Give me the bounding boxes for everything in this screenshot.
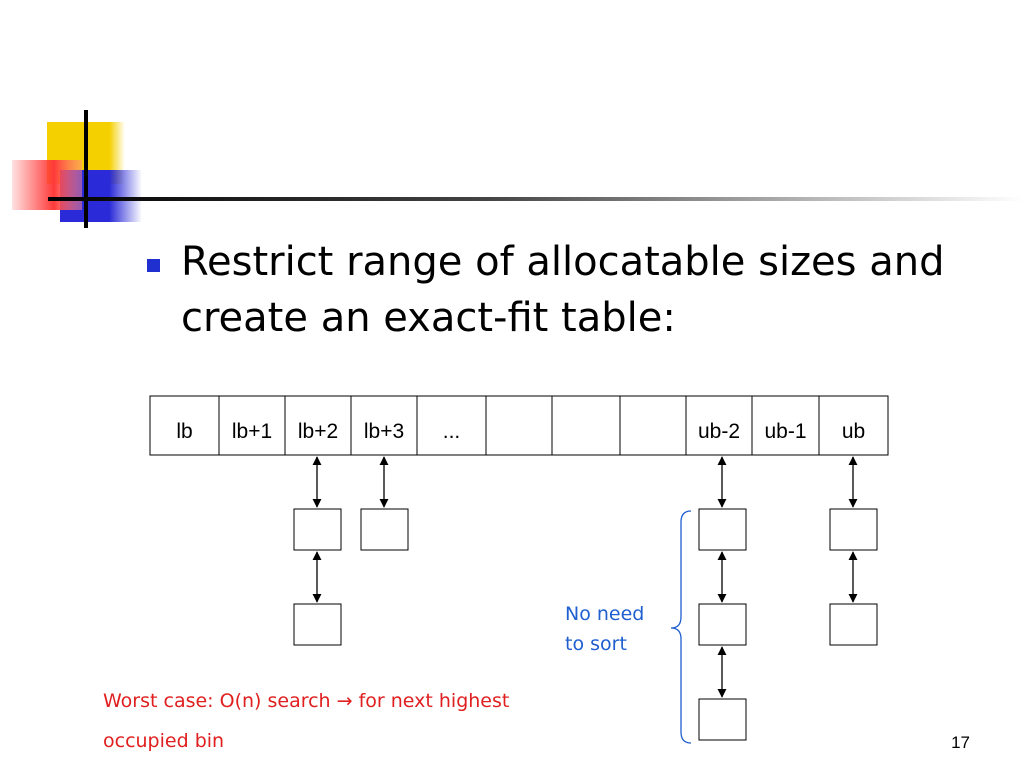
table-outline [149, 395, 889, 456]
link-arrows [312, 456, 858, 698]
list-node-ub-1 [829, 508, 878, 551]
table-cell-lb-plus-1: lb+1 [231, 420, 273, 443]
table-cell-ub: ub [841, 420, 866, 443]
table-cell-ellipsis: ... [442, 420, 461, 443]
table-cell-lb-plus-3: lb+3 [363, 420, 405, 443]
title-rule [48, 197, 1024, 201]
table-cell-ub-minus-2: ub-2 [697, 420, 741, 443]
size-table [149, 395, 889, 456]
note-line: Worst case: O(n) search → for next highe… [103, 690, 510, 712]
bullet-square-icon [147, 259, 160, 272]
page-number: 17 [951, 733, 970, 752]
table-cell-lb: lb [176, 420, 193, 443]
note-line: No need [565, 603, 645, 625]
list-node-lb3-1 [360, 508, 409, 551]
list-node-ub2-3 [698, 698, 747, 741]
no-need-to-sort-note: No need to sort [565, 599, 685, 659]
list-node-ub-2 [829, 603, 878, 646]
table-cell-empty [620, 418, 686, 446]
curly-brace-icon [670, 510, 692, 744]
list-node-lb2-1 [293, 508, 342, 551]
list-node-ub2-2 [698, 603, 747, 646]
worst-case-note: Worst case: O(n) search → for next highe… [103, 681, 663, 761]
note-line: to sort [565, 633, 627, 655]
table-cell-ub-minus-1: ub-1 [764, 420, 807, 443]
table-cell-empty [552, 418, 620, 446]
logo-vertical-line [84, 110, 88, 228]
bullet-text: Restrict range of allocatable sizes and … [181, 239, 945, 341]
list-node-ub2-1 [698, 508, 747, 551]
table-cell-empty [486, 418, 552, 446]
note-line: occupied bin [103, 730, 225, 752]
list-nodes [293, 508, 878, 741]
list-node-lb2-2 [293, 603, 342, 646]
table-cell-lb-plus-2: lb+2 [297, 420, 339, 443]
logo-graphic-icon [12, 110, 1024, 228]
logo-red-block [12, 160, 82, 210]
